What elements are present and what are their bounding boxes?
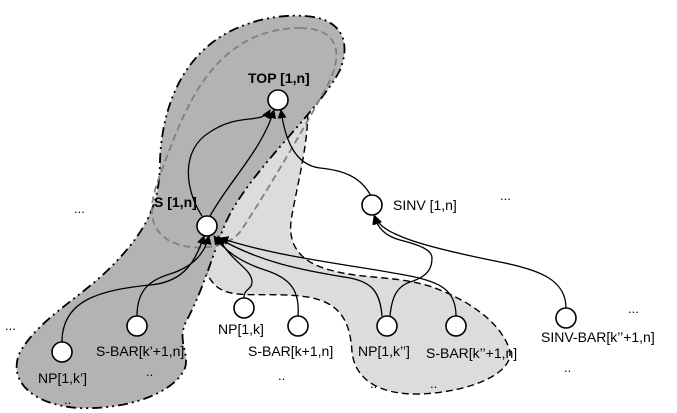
label-sinv: SINV [1,n] <box>393 197 457 213</box>
ellipsis-far-right: ... <box>628 301 639 316</box>
ellipsis-below-np1kdprime: .. <box>370 376 377 391</box>
edge-sinv-to-top <box>277 109 372 197</box>
label-sbar-k: S-BAR[k+1,n] <box>248 343 333 359</box>
label-sbar-kprime: S-BAR[k’+1,n] <box>96 343 184 359</box>
node-s <box>196 215 218 237</box>
inner-dashed-outline <box>150 27 338 249</box>
ellipsis-below-sbar-kprime: .. <box>146 364 153 379</box>
ellipsis-right-of-sinv: ... <box>500 188 511 203</box>
label-s: S [1,n] <box>154 194 197 210</box>
edge-s-to-top <box>187 109 271 217</box>
ellipsis-below-sbar-kdprime: .. <box>430 376 437 391</box>
edge-s-to-top-2 <box>209 109 276 217</box>
node-top <box>267 89 289 111</box>
edge-npkdd-to-sinv <box>372 215 433 317</box>
edge-sbar-k-to-s <box>213 235 299 317</box>
node-np1k <box>233 297 255 319</box>
ellipsis-left-edge: ... <box>5 318 16 333</box>
label-top: TOP [1,n] <box>248 70 310 86</box>
label-np1k-prime: NP[1,k’] <box>38 370 87 386</box>
node-sbar-kdprime <box>445 315 467 337</box>
label-sbar-kdprime: S-BAR[k’’+1,n] <box>426 345 517 361</box>
node-np1k-prime <box>51 341 73 363</box>
ellipsis-left-of-s: ... <box>74 201 85 216</box>
label-np1k: NP[1,k] <box>218 321 264 337</box>
edge-sinvbar-to-sinv <box>373 215 567 309</box>
node-np1k-dprime <box>376 315 398 337</box>
node-sbar-kprime <box>126 315 148 337</box>
node-sbar-k <box>287 315 309 337</box>
edge-sbar-kprime-to-s <box>136 235 212 317</box>
label-np1k-dprime: NP[1,k’’] <box>358 343 410 359</box>
node-sinv <box>361 194 383 216</box>
ellipsis-below-sbar-k: .. <box>278 368 285 383</box>
node-sinvbar <box>555 307 577 329</box>
edge-sbar-kdd-to-s <box>219 236 457 317</box>
ellipsis-below-sinvbar: .. <box>564 360 571 375</box>
edge-npkdd-to-s <box>217 237 383 317</box>
label-sinvbar: SINV-BAR[k’’+1,n] <box>541 329 655 345</box>
edge-npk-to-s <box>217 235 253 299</box>
edge-npk-prime-to-s <box>61 235 206 343</box>
ellipsis-below-np1kprime: .. <box>64 392 71 407</box>
